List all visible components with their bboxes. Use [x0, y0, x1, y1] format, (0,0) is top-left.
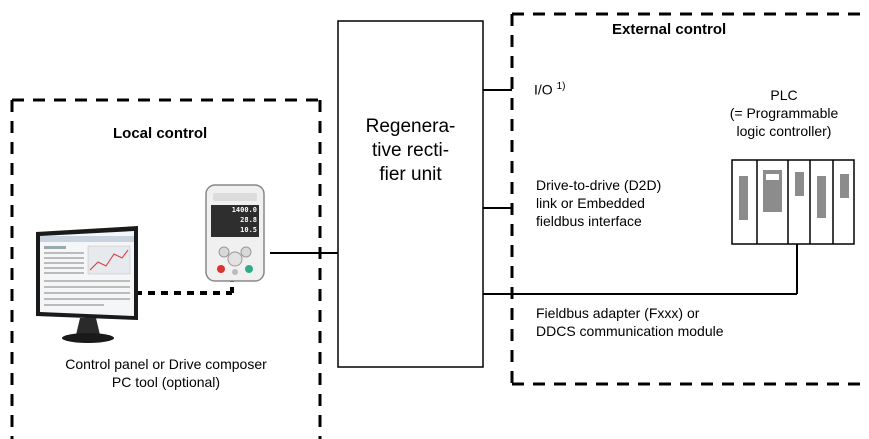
plc-label: PLC (= Programmable logic controller)	[702, 86, 866, 141]
io-label: I/O 1)	[534, 80, 565, 99]
control-panel-device	[205, 184, 265, 282]
panel-screen: 1400.0 28.8 10.5	[211, 205, 259, 237]
panel-screen-row-3: 10.5	[240, 226, 257, 234]
connection-lines	[270, 89, 798, 295]
rectifier-label-line-1: Regenera-	[365, 116, 456, 137]
fieldbus-label: Fieldbus adapter (Fxxx) or DDCS communic…	[536, 304, 724, 340]
d2d-line-3: fieldbus interface	[536, 213, 642, 230]
panel-screen-row-2: 28.8	[240, 216, 257, 224]
rectifier-label-line-2: tive recti-	[371, 139, 450, 161]
d2d-line-1: Drive-to-drive (D2D)	[536, 177, 662, 193]
d2d-line-2: link or Embedded	[536, 195, 645, 212]
local-caption-line-2: PC tool (optional)	[111, 374, 221, 391]
fieldbus-line-2: DDCS communication module	[536, 323, 724, 340]
plc-line-2: (= Programmable	[729, 105, 839, 122]
panel-screen-row-1: 1400.0	[231, 206, 257, 214]
io-label-text: I/O	[534, 81, 553, 98]
d2d-label: Drive-to-drive (D2D) link or Embedded fi…	[536, 176, 661, 231]
plc-line-3: logic controller)	[736, 123, 832, 140]
pc-monitor-illustration	[36, 226, 138, 343]
plc-line-1: PLC	[770, 87, 798, 103]
local-caption: Control panel or Drive composer PC tool …	[26, 355, 306, 391]
local-control-region	[10, 98, 322, 439]
fieldbus-line-1: Fieldbus adapter (Fxxx) or	[536, 305, 700, 321]
plc-rack-illustration	[731, 159, 855, 245]
io-footnote: 1)	[556, 81, 566, 92]
local-control-title: Local control	[113, 125, 208, 142]
rectifier-unit-box	[337, 20, 484, 368]
rectifier-unit-label: Regenera- tive recti- fier unit	[338, 115, 483, 186]
external-control-region	[510, 12, 866, 386]
rectifier-label-line-3: fier unit	[379, 163, 442, 185]
external-control-title: External control	[612, 21, 727, 38]
local-caption-line-1: Control panel or Drive composer	[65, 356, 267, 372]
